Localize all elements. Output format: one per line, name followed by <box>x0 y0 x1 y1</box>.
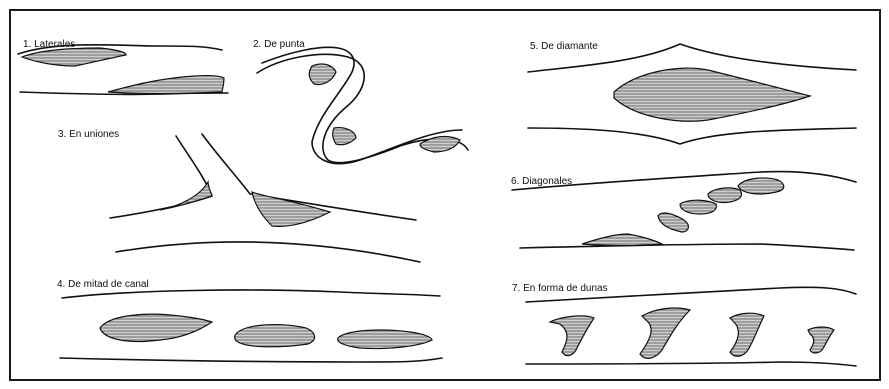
dunas-bank-top <box>526 287 856 302</box>
diagonales-bank-top <box>512 171 856 190</box>
diagonal-bar-1 <box>658 213 688 232</box>
panel-de-punta <box>257 47 468 163</box>
punta-bar-upper <box>309 64 336 85</box>
dunas-bank-bottom <box>526 362 856 366</box>
panel-de-diamante <box>528 44 856 144</box>
diagonal-bar-4 <box>738 178 784 194</box>
dune-bar-4 <box>808 327 834 353</box>
diamante-bank-bottom <box>528 128 856 144</box>
panel-mitad-canal <box>60 290 442 362</box>
diamond-bar <box>614 68 810 121</box>
panel-en-uniones <box>110 134 420 262</box>
lateral-bar-upper <box>22 48 126 66</box>
diagonal-bar-lateral <box>582 234 662 246</box>
mid-bar-2 <box>235 325 315 347</box>
mitad-bank-bottom <box>60 358 442 362</box>
diagonal-bar-2 <box>680 200 716 214</box>
dune-bar-1 <box>550 316 594 356</box>
panel-forma-dunas <box>526 287 856 366</box>
mid-bar-3 <box>338 330 432 349</box>
mid-bar-1 <box>100 314 212 341</box>
diagonales-bank-bottom <box>520 244 854 250</box>
diagonal-bar-3 <box>708 188 742 203</box>
punta-bar-lower <box>333 128 356 145</box>
uniones-tributary-left <box>110 136 212 218</box>
lateral-bar-lower <box>108 76 224 94</box>
union-bar-left <box>160 182 212 210</box>
union-bar-right <box>252 192 330 226</box>
dune-bar-3 <box>730 313 764 356</box>
mitad-bank-top <box>62 290 440 298</box>
panel-diagonales <box>512 171 856 250</box>
uniones-main-bottom <box>116 242 420 262</box>
dune-bar-2 <box>640 308 690 358</box>
punta-bar-tip <box>420 137 460 152</box>
panel-laterales <box>18 45 228 95</box>
